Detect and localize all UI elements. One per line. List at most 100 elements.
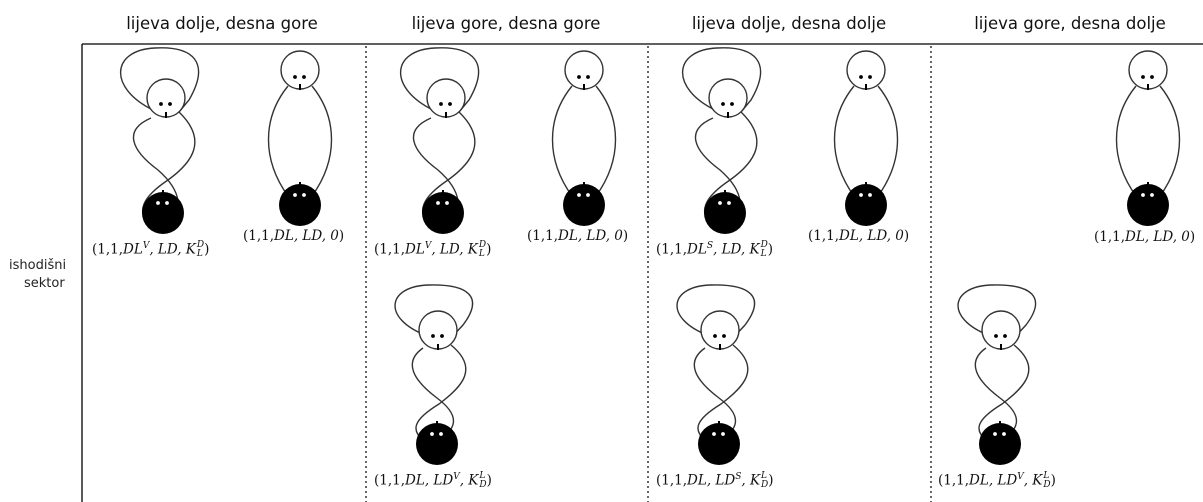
label-part-b-sup: V <box>453 472 460 482</box>
label-part-a: DL <box>405 472 425 489</box>
black-head <box>563 184 605 226</box>
label-part-b: , LD <box>577 228 606 244</box>
rope-strand <box>697 344 749 441</box>
label-part-post: ) <box>903 228 910 244</box>
figure-6 <box>833 50 899 226</box>
label-part-pre: (1,1, <box>374 472 406 489</box>
head-dot <box>1141 193 1145 197</box>
figure-label-7: (1,1,DL, LD, 0) <box>1094 229 1195 245</box>
head-dot <box>577 193 581 197</box>
label-part-c-sup: D <box>478 240 487 250</box>
label-part-a-sup: S <box>706 241 713 251</box>
label-part-b: , LD <box>149 241 178 258</box>
label-part-pre: (1,1, <box>656 472 688 489</box>
row-label-line-1: ishodišni <box>9 258 67 273</box>
label-part-a: DL <box>687 472 707 489</box>
label-part-b: , LD <box>1144 229 1173 245</box>
figure-1 <box>119 47 200 234</box>
label-part-c: , K <box>177 241 196 258</box>
rope-strand <box>411 347 455 438</box>
figure-5 <box>681 47 762 234</box>
label-part-pre: (1,1, <box>656 241 688 258</box>
black-head <box>845 184 887 226</box>
label-part-pre: (1,1, <box>938 472 970 489</box>
label-part-a: DL <box>1125 229 1145 245</box>
label-part-b: , LD <box>706 472 736 489</box>
label-part-b: , LD <box>424 472 454 489</box>
head-dot <box>713 334 717 338</box>
label-part-pre: (1,1, <box>243 228 275 244</box>
label-part-c-sup: L <box>1043 471 1050 481</box>
label-part-c: , K <box>459 241 478 258</box>
head-dot <box>586 193 590 197</box>
head-dot <box>430 432 434 436</box>
head-dot <box>721 102 725 106</box>
label-part-b: , LD <box>713 241 741 258</box>
head-dot <box>439 102 443 106</box>
head-dot <box>994 334 998 338</box>
label-part-c-sub: L <box>760 249 767 259</box>
label-part-post: ) <box>204 241 210 258</box>
head-dot <box>1003 334 1007 338</box>
rope-loop <box>681 47 762 113</box>
label-part-c: , K <box>459 472 479 489</box>
label-part-b: , LD <box>431 241 460 258</box>
rope-strand <box>693 347 737 438</box>
label-part-c: , 0 <box>321 228 339 244</box>
figure-4 <box>551 50 617 226</box>
label-part-a: DL <box>123 241 143 258</box>
label-part-c-sub: D <box>479 480 487 490</box>
rope-left <box>833 85 855 197</box>
label-part-a-sup: V <box>142 241 150 251</box>
black-head <box>979 423 1021 465</box>
head-dot <box>448 102 452 106</box>
label-part-a: DL <box>687 241 707 258</box>
label-part-pre: (1,1, <box>1094 229 1126 245</box>
head-dot <box>440 334 444 338</box>
head-dot <box>993 432 997 436</box>
white-head <box>1128 50 1168 90</box>
figure-label-4: (1,1,DL, LD, 0) <box>527 228 628 244</box>
label-part-c-sup: D <box>760 240 768 250</box>
head-dot <box>859 75 863 79</box>
head-dot <box>168 102 172 106</box>
white-head <box>846 50 886 90</box>
label-part-b: , LD <box>858 228 887 244</box>
rope-strand <box>974 347 1018 438</box>
black-head <box>416 423 458 465</box>
rope-right <box>595 85 617 197</box>
rope-strand <box>415 344 467 441</box>
head-dot <box>721 432 725 436</box>
black-head <box>698 423 740 465</box>
label-part-c: , K <box>741 472 761 489</box>
head-dot <box>302 193 306 197</box>
head-dot <box>730 102 734 106</box>
label-part-a: DL <box>558 228 578 244</box>
head-dot <box>165 201 169 205</box>
figure-2 <box>267 50 333 226</box>
label-part-c: , K <box>1023 472 1043 489</box>
figure-9 <box>676 284 756 465</box>
head-dot <box>1002 432 1006 436</box>
rope-strand <box>978 344 1030 441</box>
label-part-pre: (1,1, <box>92 241 124 258</box>
rope-left <box>267 85 289 197</box>
rope-right <box>1159 85 1181 197</box>
head-dot <box>293 193 297 197</box>
label-part-pre: (1,1, <box>374 241 406 258</box>
label-part-c: , 0 <box>1172 229 1190 245</box>
label-part-post: ) <box>486 472 492 489</box>
label-part-post: ) <box>1050 472 1056 489</box>
figure-8 <box>394 284 474 465</box>
figure-label-2: (1,1,DL, LD, 0) <box>243 228 344 244</box>
